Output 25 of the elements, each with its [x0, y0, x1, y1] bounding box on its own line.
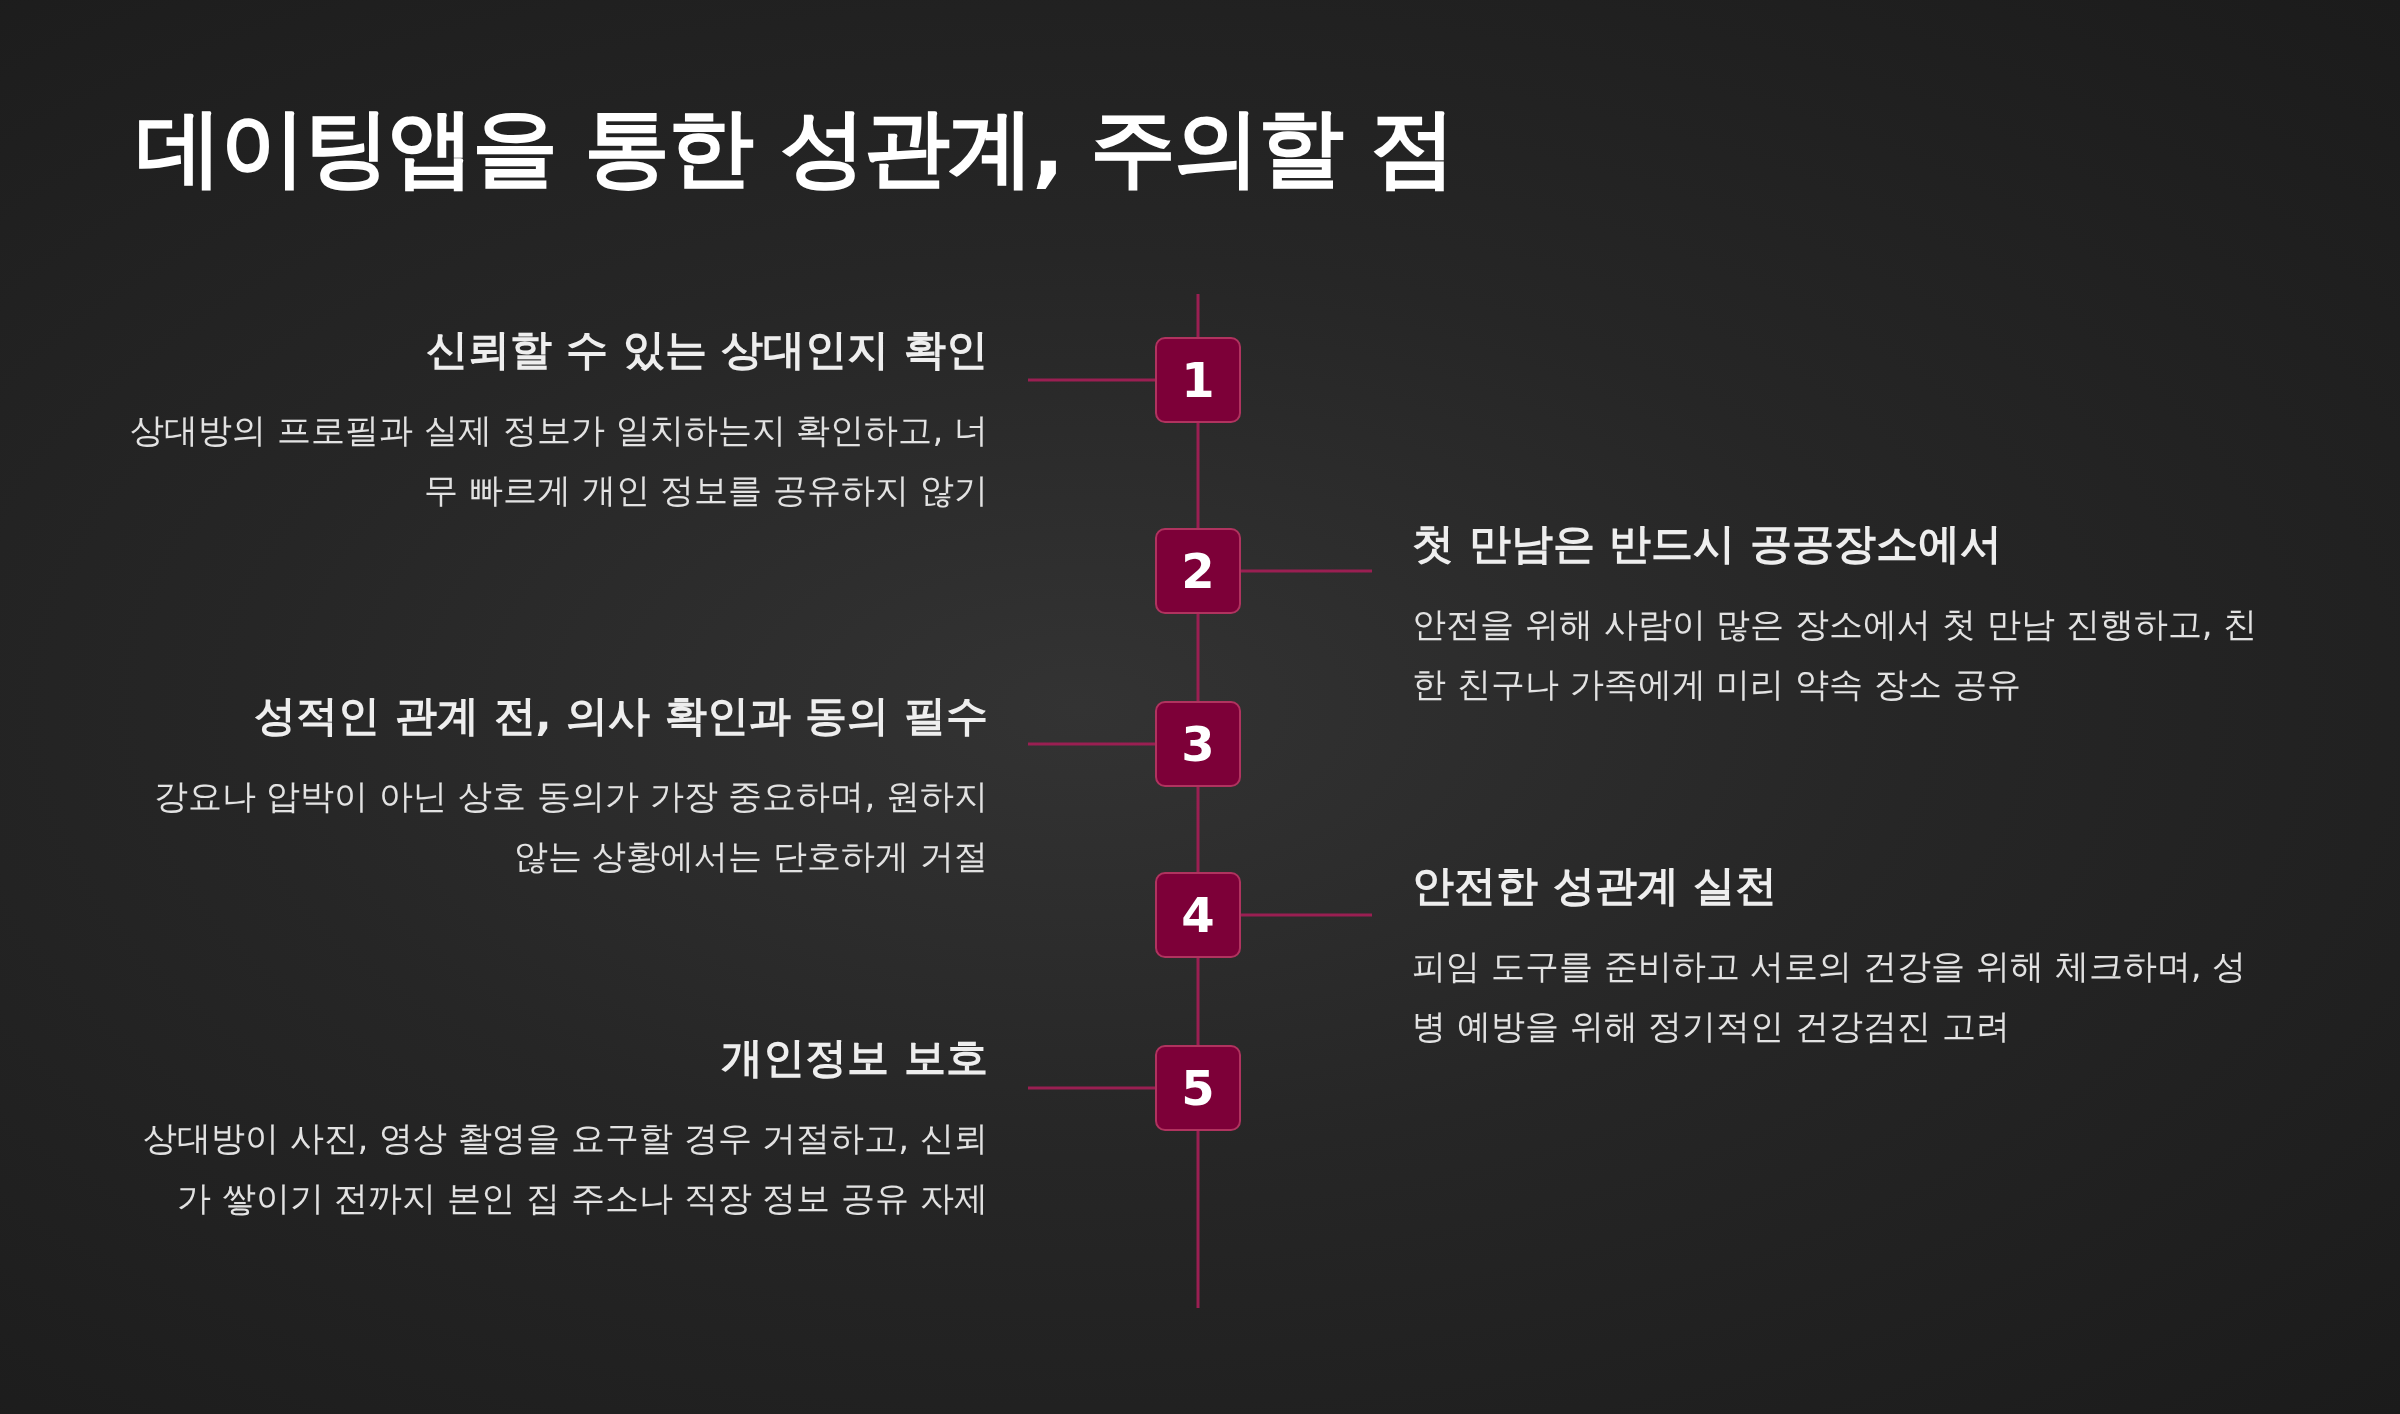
step-heading: 첫 만남은 반드시 공공장소에서: [1412, 518, 2003, 570]
connector-line: [1028, 1086, 1155, 1090]
connector-line: [1241, 913, 1372, 917]
step-description: 상대방이 사진, 영상 촬영을 요구할 경우 거절하고, 신뢰가 쌓이기 전까지 본인 집 주소나 직장 정보 공유 자제: [141, 1117, 988, 1220]
step-description: 상대방의 프로필과 실제 정보가 일치하는지 확인하고, 너무 빠르게 개인 정보를 공유하지 않기: [130, 409, 988, 512]
step-heading: 안전한 성관계 실천: [1412, 860, 1779, 912]
connector-line: [1241, 569, 1372, 573]
connector-line: [1028, 378, 1155, 382]
step-heading: 개인정보 보호: [720, 1032, 988, 1084]
connector-line: [1028, 742, 1155, 746]
step-description: 안전을 위해 사람이 많은 장소에서 첫 만남 진행하고, 친한 친구나 가족에게 미리 약속 장소 공유: [1412, 603, 2259, 706]
step-number: 4: [1155, 872, 1241, 958]
connector-line: [1196, 787, 1200, 872]
step-number: 1: [1155, 337, 1241, 423]
step-description: 강요나 압박이 아닌 상호 동의가 가장 중요하며, 원하지 않는 상황에서는 단호하게 거절: [152, 775, 988, 878]
step-description: 피임 도구를 준비하고 서로의 건강을 위해 체크하며, 성병 예방을 위해 정기적인 건강검진 고려: [1412, 945, 2248, 1048]
connector-line: [1196, 958, 1200, 1045]
title: 데이팅앱을 통한 성관계, 주의할 점: [136, 96, 1455, 199]
step-number: 2: [1155, 528, 1241, 614]
step-number: 3: [1155, 701, 1241, 787]
step-heading: 신뢰할 수 있는 상대인지 확인: [424, 324, 988, 376]
step-heading: 성적인 관계 전, 의사 확인과 동의 필수: [253, 690, 988, 742]
connector-line: [1196, 614, 1200, 701]
connector-line: [1196, 423, 1200, 528]
step-number: 5: [1155, 1045, 1241, 1131]
